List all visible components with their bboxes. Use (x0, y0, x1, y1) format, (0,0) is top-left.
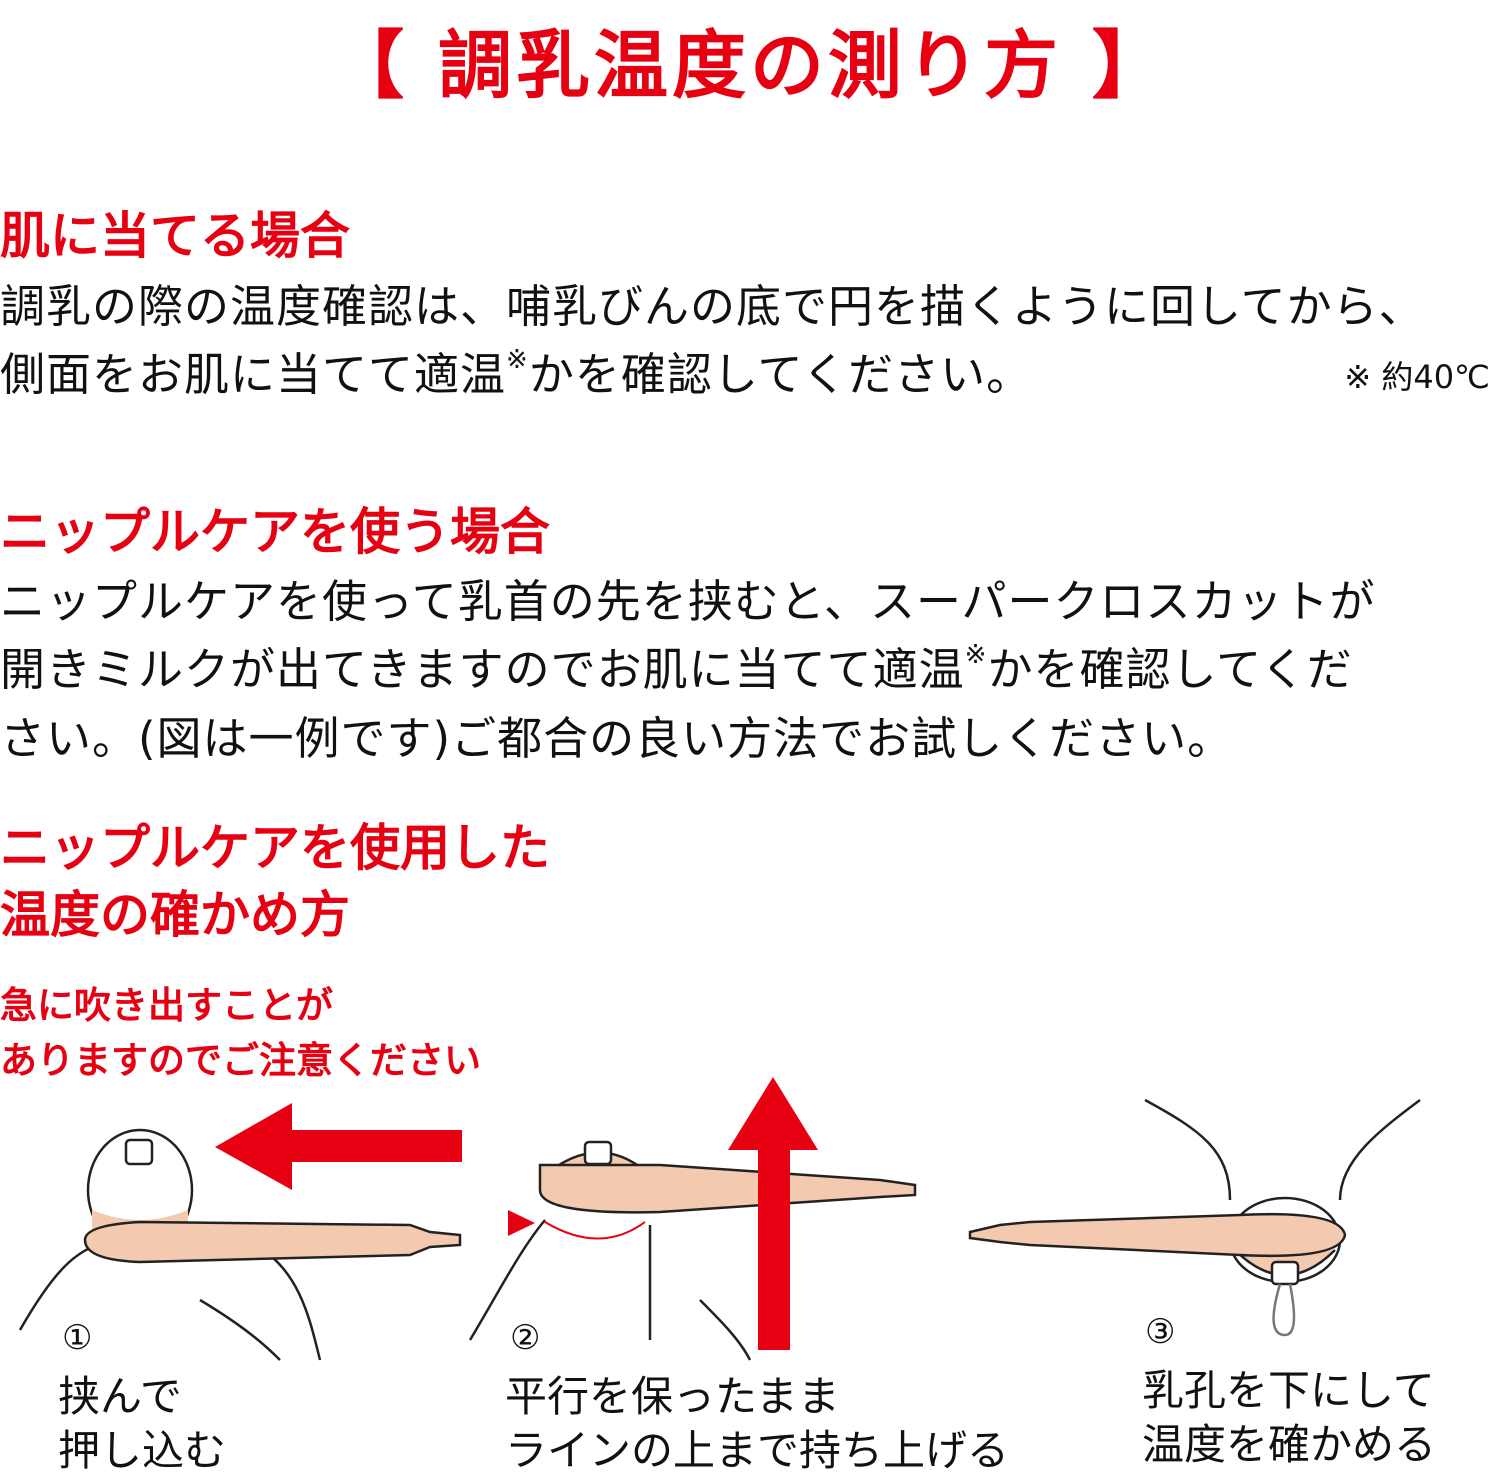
pointer-triangle-icon (508, 1210, 535, 1236)
step1-line1: 挟んで (58, 1372, 182, 1421)
section-heading-nipple: ニップルケアを使う場合 (0, 503, 550, 561)
left-arrow-icon (215, 1103, 462, 1190)
nipple-text-a: 開きミルクが出てきますのでお肌に当てて適温 (0, 643, 965, 696)
nipple-text-line3: さい。(図は一例です)ご都合の良い方法でお試しください。 (0, 712, 1234, 765)
nipple-text-line2: 開きミルクが出てきますのでお肌に当てて適温※かを確認してくだ (0, 633, 1353, 698)
step3-line2: 温度を確かめる (1142, 1420, 1437, 1469)
section-heading-skin: 肌に当てる場合 (0, 207, 350, 265)
illustrations (18, 1077, 1421, 1361)
nipple-text-line1: ニップルケアを使って乳首の先を挟むと、スーパークロスカットが (0, 575, 1376, 628)
step2-line2: ラインの上まで持ち上げる (505, 1426, 1010, 1475)
step2-illustration (468, 1140, 917, 1361)
step3-illustration (968, 1098, 1421, 1337)
skin-text-line1: 調乳の際の温度確認は、哺乳びんの底で円を描くように回してから、 (0, 280, 1425, 333)
step1-illustration (18, 1128, 462, 1361)
method-heading-line2: 温度の確かめ方 (0, 886, 350, 944)
skin-text-line2: 側面をお肌に当てて適温※かを確認してください。 (0, 338, 1032, 403)
skin-text-a: 側面をお肌に当てて適温 (0, 348, 507, 401)
step1-number: ① (62, 1318, 93, 1358)
method-heading-line1: ニップルケアを使用した (0, 819, 550, 877)
footnote-mark: ※ (506, 345, 529, 375)
step2-line1: 平行を保ったまま (505, 1372, 840, 1421)
temperature-note: ※ 約40℃ (1344, 358, 1490, 396)
step3-number: ③ (1145, 1312, 1176, 1352)
step2-number: ② (510, 1318, 541, 1358)
warning-line2: ありますのでご注意ください (0, 1039, 481, 1082)
up-arrow-icon (728, 1077, 818, 1350)
nipple-text-b: かを確認してくだ (987, 643, 1353, 696)
step1-line2: 押し込む (58, 1426, 227, 1475)
skin-text-b: かを確認してください。 (528, 348, 1033, 401)
footnote-mark: ※ (964, 640, 988, 670)
warning-line1: 急に吹き出すことが (0, 984, 333, 1027)
step3-line1: 乳孔を下にして (1142, 1366, 1435, 1415)
page-title: 【 調乳温度の測り方 】 (330, 23, 1170, 109)
